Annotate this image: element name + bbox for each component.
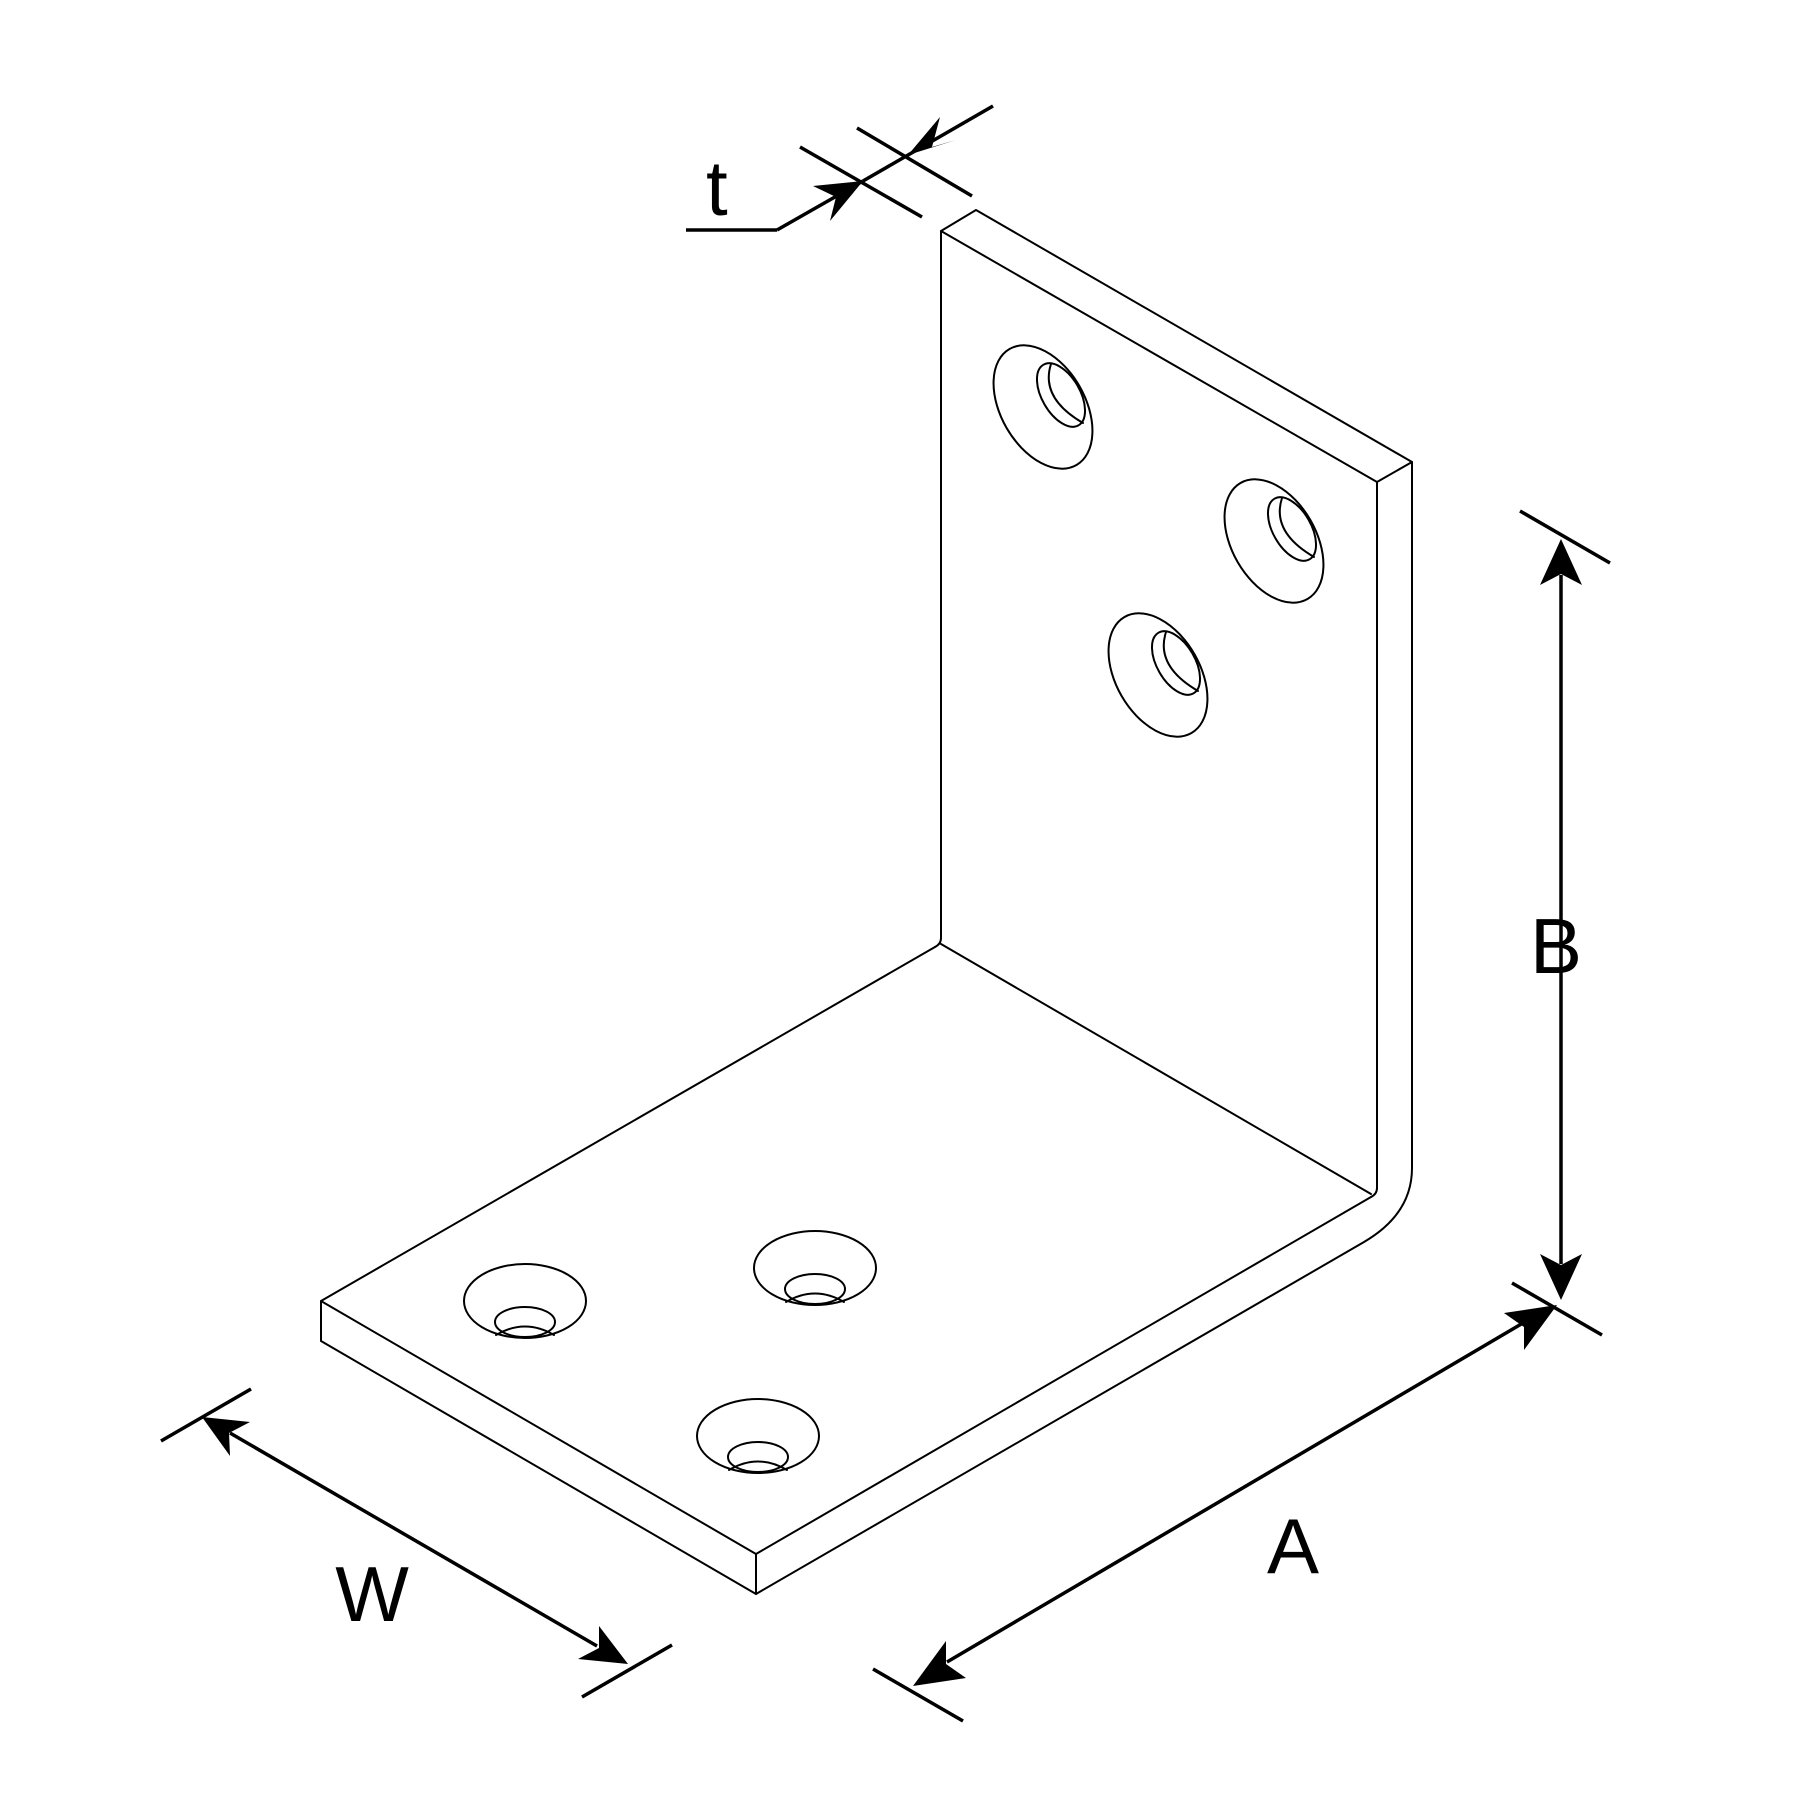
vertical-flange-hole: [1107, 612, 1209, 738]
dimension-length: A: [872, 1305, 1557, 1723]
length-arrow-left: [913, 1641, 966, 1686]
length-label: A: [1267, 1502, 1319, 1590]
horizontal-flange-face: [320, 946, 1372, 1555]
dimension-thickness: t: [686, 104, 994, 232]
vertical-flange-face: [934, 230, 1378, 1198]
vertical-flange-side: [755, 461, 1413, 1595]
width-label: W: [335, 1550, 409, 1638]
thickness-arrow-right: [908, 117, 956, 155]
thickness-label: t: [706, 144, 728, 232]
height-arrow-bottom: [1540, 1254, 1582, 1300]
horizontal-flange-front-edge: [320, 1300, 757, 1595]
height-label: B: [1530, 902, 1582, 990]
dimension-height: B: [1511, 509, 1611, 1337]
angle-bracket: [320, 209, 1413, 1595]
height-arrow-top: [1540, 539, 1582, 585]
width-arrow-left: [202, 1417, 250, 1456]
dimension-width: W: [160, 1387, 673, 1699]
vertical-flange-hole: [992, 344, 1094, 470]
thickness-arrow-left: [813, 181, 863, 221]
vertical-flange-top-edge: [940, 209, 1413, 483]
horizontal-flange-hole: [463, 1263, 587, 1339]
horizontal-flange-hole: [696, 1398, 820, 1474]
length-arrow-right: [1504, 1305, 1557, 1350]
vertical-flange-hole: [1223, 478, 1325, 604]
width-arrow-right: [578, 1626, 628, 1664]
horizontal-flange-hole: [753, 1230, 877, 1306]
